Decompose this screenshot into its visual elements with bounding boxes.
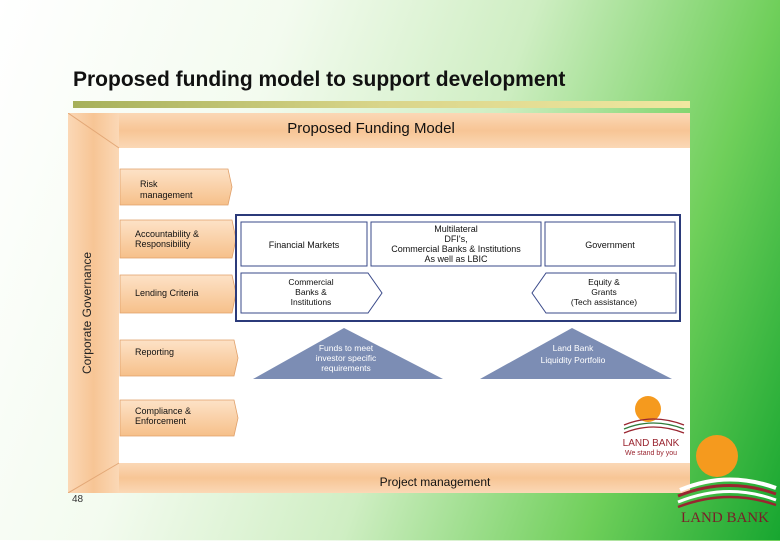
- investor-funds-label: requirements: [321, 363, 371, 373]
- diagram-footer: Project management: [380, 475, 491, 489]
- funding-model-diagram: Proposed Funding Model Project managemen…: [67, 112, 691, 494]
- government-box: [544, 221, 676, 267]
- governance-column: [68, 113, 119, 493]
- investor-funds-label: investor specific: [316, 353, 377, 363]
- tag-label: Responsibility: [135, 239, 191, 249]
- title-underline: [73, 101, 690, 108]
- multilateral-label: As well as LBIC: [424, 254, 488, 264]
- tag-label: Lending Criteria: [135, 288, 199, 298]
- tag-label: Accountability &: [135, 229, 199, 239]
- financial-markets-box: [240, 221, 368, 267]
- header-band: [119, 113, 690, 148]
- investor-funds-triangle: [253, 328, 443, 379]
- slide-title: Proposed funding model to support develo…: [73, 68, 566, 91]
- government-label: Government: [585, 240, 635, 250]
- multilateral-label: Commercial Banks & Institutions: [391, 244, 521, 254]
- liquidity-portfolio-triangle: [480, 328, 672, 379]
- liquidity-portfolio-label: Land Bank: [553, 343, 594, 353]
- tag-reporting: Reporting: [119, 339, 239, 377]
- tag-lending-criteria: Lending Criteria: [119, 274, 237, 314]
- tag-label: Risk: [140, 179, 158, 189]
- land-bank-logo-small: LAND BANK We stand by you: [623, 396, 685, 457]
- tag-risk-management: Risk management: [119, 168, 233, 206]
- multilateral-dfi-box: [370, 221, 542, 267]
- page-number: 48: [72, 494, 84, 505]
- liquidity-portfolio-label: Liquidity Portfolio: [541, 355, 606, 365]
- sun-icon: [696, 435, 738, 477]
- commercial-banks-label: Banks &: [295, 287, 327, 297]
- land-bank-name-small: LAND BANK: [623, 438, 680, 449]
- footer-band: [119, 463, 690, 493]
- land-bank-logo-large: LAND BANK: [672, 432, 778, 541]
- tag-label: management: [140, 190, 193, 200]
- tag-label: Enforcement: [135, 416, 187, 426]
- sun-icon: [635, 396, 661, 422]
- tag-compliance: Compliance & Enforcement: [119, 399, 239, 437]
- commercial-banks-label: Institutions: [291, 297, 332, 307]
- equity-grants-arrow: [531, 272, 677, 314]
- multilateral-label: Multilateral: [434, 224, 478, 234]
- commercial-banks-arrow: [240, 272, 383, 314]
- land-bank-name-large: LAND BANK: [681, 510, 769, 526]
- equity-grants-label: (Tech assistance): [571, 297, 637, 307]
- land-bank-tagline: We stand by you: [625, 450, 677, 457]
- multilateral-label: DFI's,: [444, 234, 467, 244]
- diagram-panel: Proposed Funding Model Project managemen…: [67, 112, 691, 494]
- equity-grants-label: Grants: [591, 287, 617, 297]
- tag-accountability: Accountability & Responsibility: [119, 219, 237, 259]
- diagram-header: Proposed Funding Model: [287, 120, 455, 137]
- investor-funds-label: Funds to meet: [319, 343, 374, 353]
- commercial-banks-label: Commercial: [288, 277, 333, 287]
- financial-markets-label: Financial Markets: [269, 240, 340, 250]
- equity-grants-label: Equity &: [588, 277, 620, 287]
- tag-label: Reporting: [135, 347, 174, 357]
- tag-label: Compliance &: [135, 406, 191, 416]
- corporate-governance-label: Corporate Governance: [80, 252, 94, 374]
